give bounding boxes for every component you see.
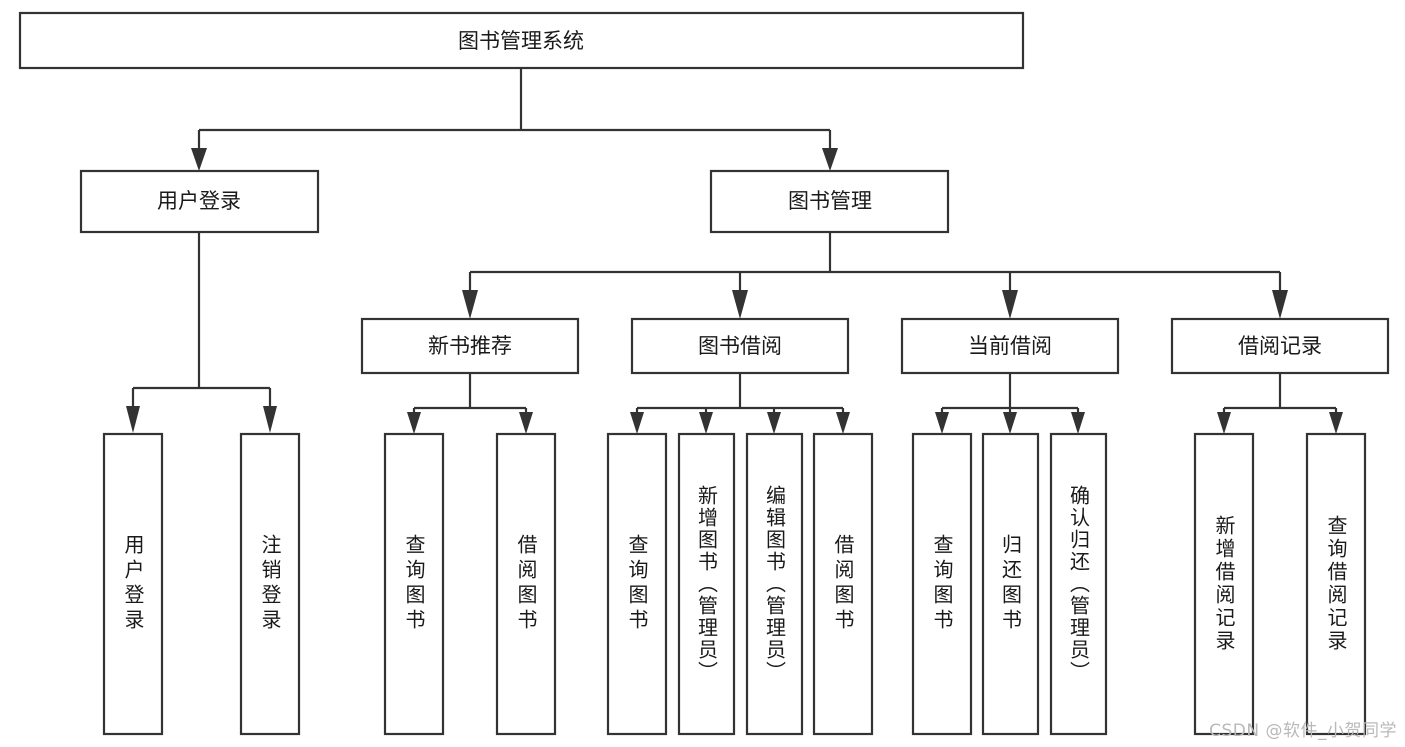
node-root-label: 图书管理系统: [458, 29, 584, 53]
node-book-borrow-label: 图书借阅: [698, 334, 782, 358]
node-leaf-add-record-box[interactable]: [1193, 432, 1255, 736]
node-borrow-record-label: 借阅记录: [1238, 334, 1322, 358]
arrow-head-leaf-add-record: [1217, 412, 1231, 434]
arrow-head-leaf-borrow-book-1: [519, 412, 533, 434]
node-user-login-box[interactable]: [79, 169, 320, 234]
leaf-box-group: [102, 432, 1367, 736]
node-user-login-label: 用户登录: [157, 189, 241, 213]
arrow-head-leaf-query-record: [1329, 412, 1343, 434]
arrow-head-leaf-add-book: [699, 412, 713, 434]
node-root-box[interactable]: [18, 11, 1025, 70]
arrow-head-leaf-query-book-2: [630, 412, 644, 434]
node-book-borrow-box[interactable]: [630, 317, 850, 375]
node-leaf-edit-book-box[interactable]: [745, 432, 804, 736]
node-leaf-borrow-book-1-box[interactable]: [495, 432, 557, 736]
node-new-book-recommend-box[interactable]: [360, 317, 580, 375]
arrow-head-book-manage: [822, 148, 838, 171]
node-leaf-query-book-1-box[interactable]: [383, 432, 445, 736]
connector-group: [126, 68, 1343, 434]
node-leaf-query-book-3-box[interactable]: [911, 432, 973, 736]
node-book-manage-box[interactable]: [709, 169, 950, 234]
node-leaf-query-record-box[interactable]: [1305, 432, 1367, 736]
arrow-head-current-borrow: [1002, 290, 1018, 319]
node-leaf-return-book-box[interactable]: [981, 432, 1040, 736]
node-current-borrow[interactable]: 当前借阅: [900, 317, 1120, 375]
arrow-head-leaf-confirm-return: [1071, 412, 1085, 434]
node-new-book-recommend[interactable]: 新书推荐: [360, 317, 580, 375]
node-book-manage-label: 图书管理: [788, 189, 872, 213]
watermark: CSDN @软件_小贺同学: [1209, 721, 1397, 741]
arrow-head-leaf-query-book-3: [935, 412, 949, 434]
node-leaf-query-book-2-box[interactable]: [606, 432, 668, 736]
arrow-head-leaf-borrow-book-2: [836, 412, 850, 434]
arrow-head-leaf-return-book: [1003, 412, 1017, 434]
node-leaf-logout-login-box[interactable]: [239, 432, 301, 736]
node-borrow-record-box[interactable]: [1170, 317, 1390, 375]
arrow-head-leaf-edit-book: [767, 412, 781, 434]
node-leaf-add-book-box[interactable]: [677, 432, 736, 736]
arrow-head-leaf-user-login: [126, 406, 140, 433]
arrow-head-book-borrow: [732, 290, 748, 319]
arrow-head-new-book-recommend: [462, 290, 478, 319]
node-root[interactable]: 图书管理系统: [18, 11, 1025, 70]
node-user-login[interactable]: 用户登录: [79, 169, 320, 234]
arrow-head-leaf-query-book-1: [407, 412, 421, 434]
node-book-manage[interactable]: 图书管理: [709, 169, 950, 234]
node-leaf-borrow-book-2-box[interactable]: [812, 432, 874, 736]
node-book-borrow[interactable]: 图书借阅: [630, 317, 850, 375]
node-current-borrow-box[interactable]: [900, 317, 1120, 375]
node-current-borrow-label: 当前借阅: [968, 334, 1052, 358]
arrow-head-borrow-record: [1272, 290, 1288, 319]
arrow-head-user-login: [191, 148, 207, 171]
node-borrow-record[interactable]: 借阅记录: [1170, 317, 1390, 375]
node-new-book-recommend-label: 新书推荐: [428, 334, 512, 358]
node-leaf-user-login-box[interactable]: [102, 432, 164, 736]
arrow-head-leaf-logout-login: [263, 406, 277, 433]
node-leaf-confirm-return-box[interactable]: [1049, 432, 1108, 736]
